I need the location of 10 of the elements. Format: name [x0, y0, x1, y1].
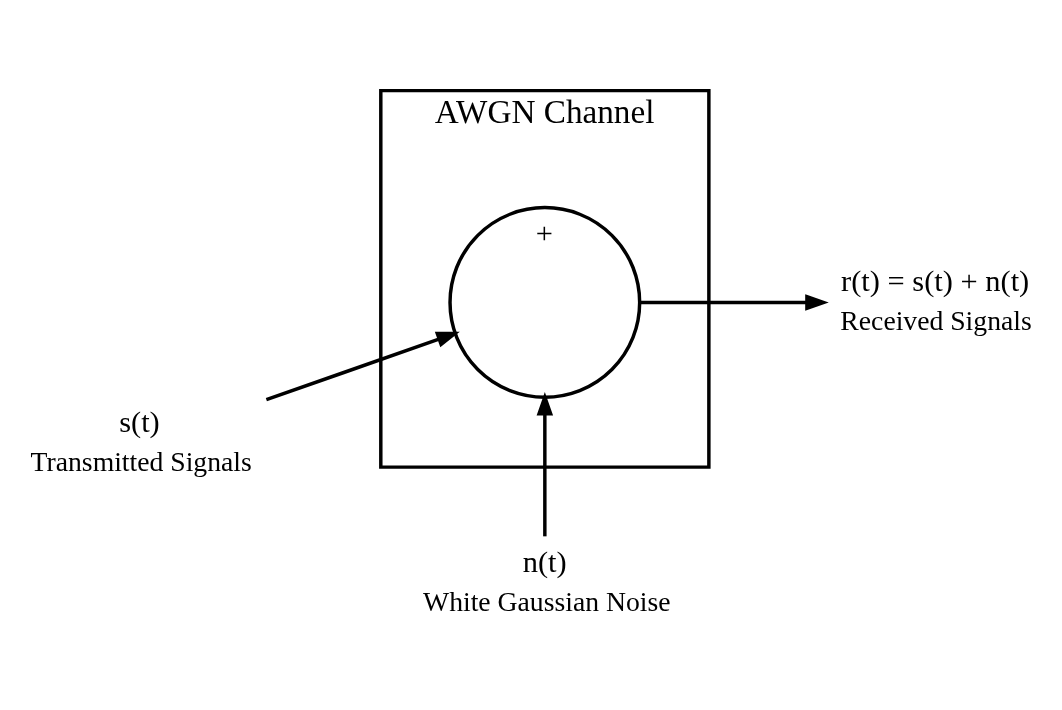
node-text: r(t) = s(t) + n(t) — [841, 263, 1030, 298]
node-text: n(t) — [522, 544, 567, 579]
arrow — [536, 392, 554, 537]
node-text: s(t) — [119, 404, 160, 439]
node-label: White Gaussian Noise — [423, 586, 671, 618]
node-label: Received Signals — [840, 305, 1032, 337]
arrow — [639, 294, 829, 311]
arrow — [265, 331, 460, 402]
node-circle: + — [448, 205, 642, 399]
node-label: Transmitted Signals — [30, 446, 252, 478]
